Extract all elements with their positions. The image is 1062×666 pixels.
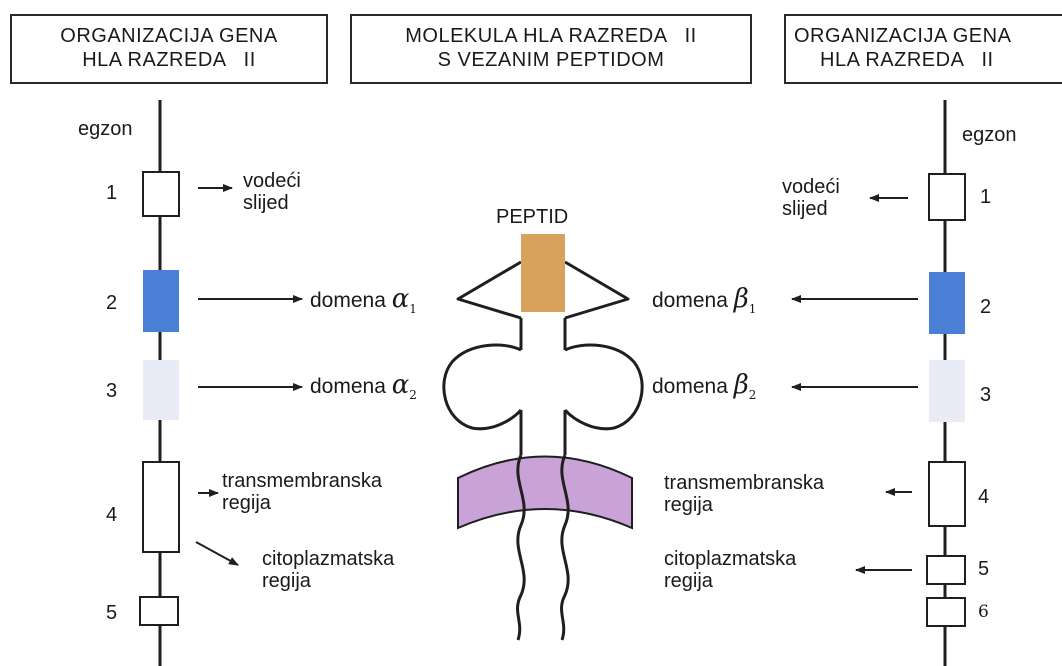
alpha1-symbol: α1 — [392, 284, 417, 314]
header-center-line1: MOLEKULA HLA RAZREDA II — [352, 24, 750, 48]
egzon-label-left: egzon — [78, 118, 133, 140]
header-right-line2: HLA RAZREDA II — [794, 48, 1062, 72]
beta1-symbol: β1 — [734, 284, 757, 314]
domain-beta2-label: domena β2 — [652, 370, 756, 402]
left-transmembranska-label: transmembranska regija — [222, 470, 382, 514]
right-vodeci-label: vodeći slijed — [782, 176, 840, 220]
beta2-sub: 2 — [749, 388, 757, 402]
left-vodeci-label: vodeći slijed — [243, 170, 301, 214]
domain-alpha1-word: domena — [310, 289, 386, 312]
domain-beta1-word: domena — [652, 289, 728, 312]
right-transmembranska-label: transmembranska regija — [664, 472, 824, 516]
left-exon-number-1: 1 — [106, 182, 117, 205]
beta1-sub: 1 — [749, 302, 757, 316]
right-exon-number-4: 4 — [978, 486, 989, 509]
domain-beta1-label: domena β1 — [652, 284, 756, 316]
left-exon-number-2: 2 — [106, 292, 117, 315]
beta1-letter: β — [734, 284, 749, 314]
beta2-symbol: β2 — [734, 370, 757, 400]
beta2-letter: β — [734, 370, 749, 400]
right-vodeci-line1: vodeći — [782, 176, 840, 198]
beta-tail — [562, 455, 569, 640]
left-transmembranska-line1: transmembranska — [222, 470, 382, 492]
left-citoplazmatska-label: citoplazmatska regija — [262, 548, 394, 592]
header-center: MOLEKULA HLA RAZREDA II S VEZANIM PEPTID… — [350, 14, 752, 84]
alpha2-letter: α — [392, 370, 410, 400]
alpha2-loop — [444, 345, 521, 429]
header-right: ORGANIZACIJA GENA HLA RAZREDA II — [784, 14, 1062, 84]
alpha1-sub: 1 — [409, 302, 417, 316]
domain-alpha2-word: domena — [310, 375, 386, 398]
alpha1-letter: α — [392, 284, 410, 314]
left-citoplazmatska-line2: regija — [262, 570, 394, 592]
egzon-label-right: egzon — [962, 124, 1017, 146]
right-citoplazmatska-label: citoplazmatska regija — [664, 548, 796, 592]
left-vodeci-line2: slijed — [243, 192, 301, 214]
beta2-loop — [565, 345, 642, 429]
right-transmembranska-line1: transmembranska — [664, 472, 824, 494]
right-vodeci-line2: slijed — [782, 198, 840, 220]
domain-alpha2-label: domena α2 — [310, 370, 417, 402]
header-left-line2: HLA RAZREDA II — [12, 48, 326, 72]
left-exon-number-5: 5 — [106, 602, 117, 625]
domain-beta2-word: domena — [652, 375, 728, 398]
left-transmembranska-line2: regija — [222, 492, 382, 514]
right-transmembranska-line2: regija — [664, 494, 824, 516]
alpha-tail — [518, 455, 525, 640]
right-exon-number-1: 1 — [980, 186, 991, 209]
right-citoplazmatska-line1: citoplazmatska — [664, 548, 796, 570]
left-exon-number-3: 3 — [106, 380, 117, 403]
peptide-block — [521, 234, 565, 312]
peptide-label: PEPTID — [496, 206, 568, 228]
right-exon-number-6: 6 — [978, 602, 989, 622]
domain-alpha1-label: domena α1 — [310, 284, 417, 316]
right-exon-number-3: 3 — [980, 384, 991, 407]
left-exon-number-4: 4 — [106, 504, 117, 527]
right-exon-number-5: 5 — [978, 558, 989, 581]
right-citoplazmatska-line2: regija — [664, 570, 796, 592]
right-exon-number-2: 2 — [980, 296, 991, 319]
header-right-line1: ORGANIZACIJA GENA — [794, 24, 1062, 48]
header-left: ORGANIZACIJA GENA HLA RAZREDA II — [10, 14, 328, 84]
left-vodeci-line1: vodeći — [243, 170, 301, 192]
header-left-line1: ORGANIZACIJA GENA — [12, 24, 326, 48]
left-citoplazmatska-line1: citoplazmatska — [262, 548, 394, 570]
header-center-line2: S VEZANIM PEPTIDOM — [352, 48, 750, 72]
alpha2-symbol: α2 — [392, 370, 417, 400]
alpha2-sub: 2 — [409, 388, 417, 402]
